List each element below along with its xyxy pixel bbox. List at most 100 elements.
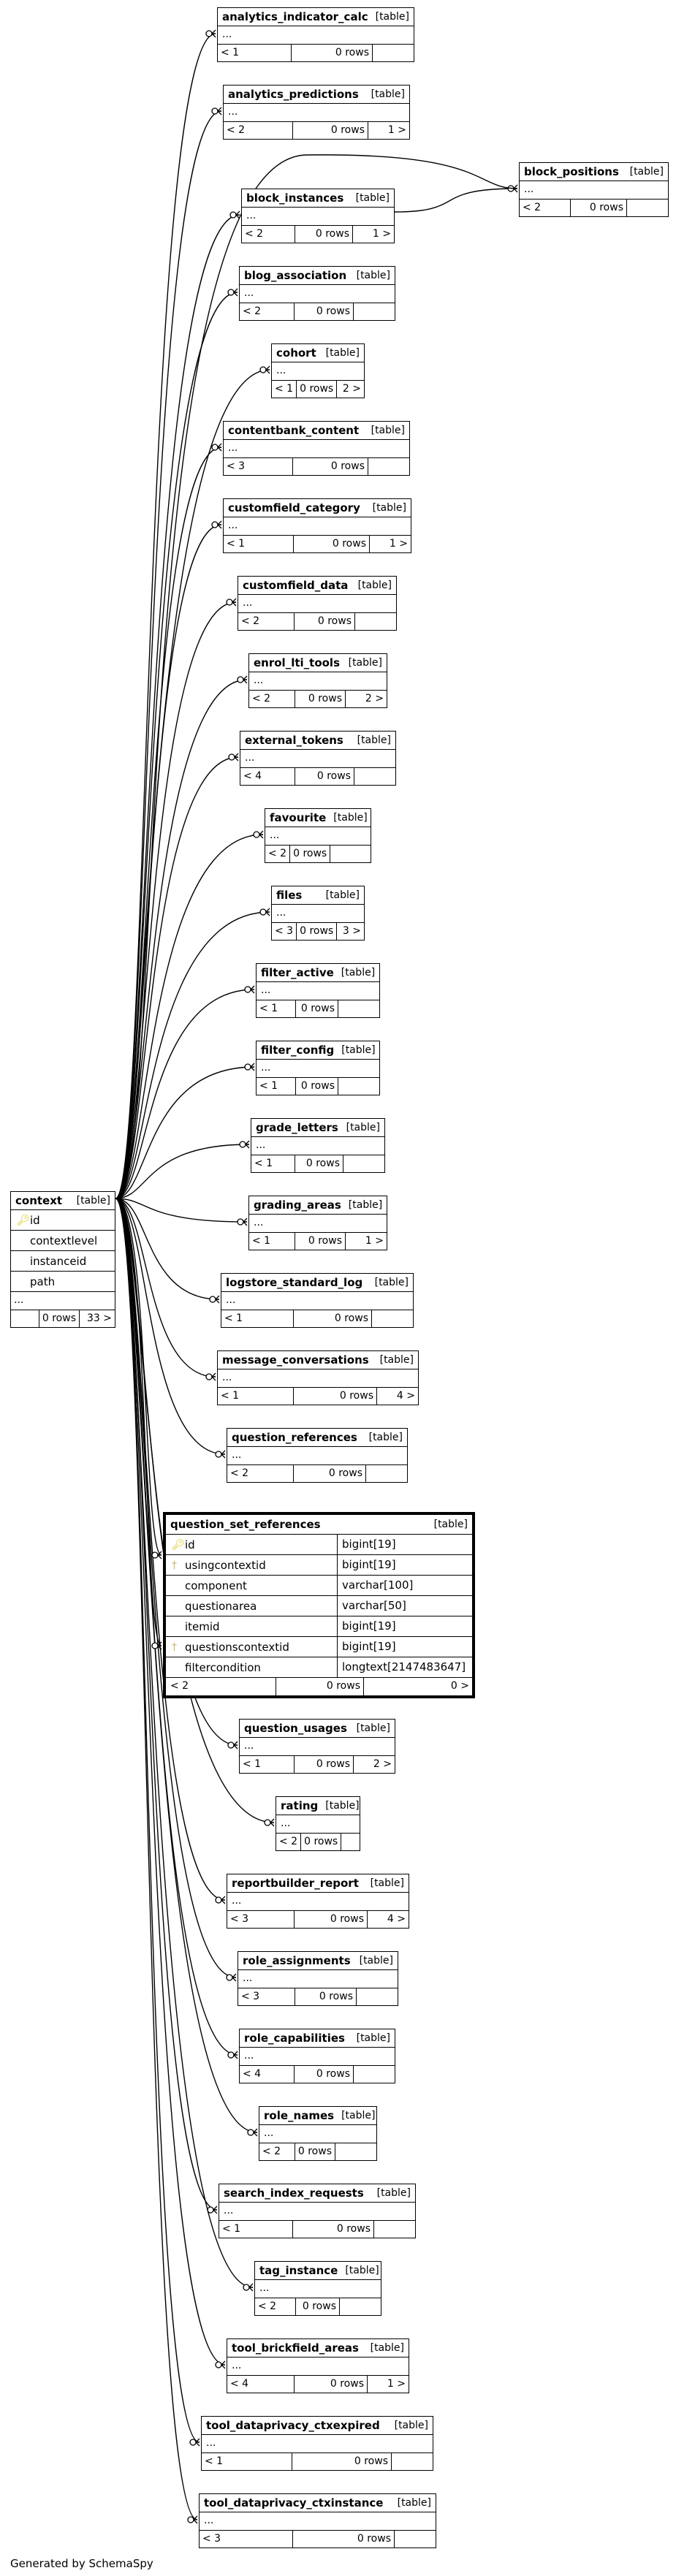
row-count: 0 rows [276, 1678, 364, 1695]
table-header: role_capabilities[table] [240, 2029, 395, 2048]
table-header: tool_brickfield_areas[table] [227, 2339, 409, 2357]
customfield-data-many-marker [232, 598, 237, 607]
row-count: 0 rows [295, 691, 346, 707]
grade-letters-optional-marker [239, 1141, 246, 1148]
tag-instance-optional-marker [243, 2284, 250, 2291]
more-columns: ... [227, 1447, 407, 1465]
question-references-many-marker [221, 1450, 226, 1459]
column-name: filtercondition [185, 1660, 261, 1674]
child-count [395, 2531, 436, 2547]
more-columns: ... [272, 905, 364, 923]
table-type: [table] [76, 1195, 110, 1207]
table-type: [table] [372, 502, 406, 514]
row-count: 0 rows [295, 2066, 354, 2083]
role-capabilities-many-marker [233, 2051, 238, 2059]
grading-areas-many-marker [243, 1217, 248, 1226]
relation-line-search-index-requests [115, 1198, 218, 2211]
table-header: grading_areas[table] [249, 1196, 387, 1215]
column-row[interactable]: instanceid [11, 1251, 115, 1272]
child-count: 4 > [396, 1390, 415, 1402]
more-columns: ... [224, 517, 411, 536]
parent-count: < 4 [227, 2376, 295, 2393]
customfield-data-optional-marker [226, 599, 233, 606]
child-count [354, 2066, 395, 2083]
more-columns: ... [272, 362, 364, 381]
column-row[interactable]: contextlevel [11, 1231, 115, 1251]
column-row[interactable]: filtercondition longtext[2147483647] [166, 1657, 472, 1678]
column-row[interactable]: path [11, 1272, 115, 1292]
child-count [335, 2143, 376, 2160]
question-set-references-usingcontextid-many-marker [157, 1551, 162, 1559]
column-row[interactable]: 🔑︎id [11, 1210, 115, 1231]
tool-brickfield-areas-many-marker [221, 2360, 226, 2369]
parent-count: < 2 [238, 613, 295, 630]
column-name: itemid [185, 1619, 220, 1633]
more-columns: ... [218, 26, 414, 45]
more-columns: ... [242, 208, 394, 226]
table-tool-dataprivacy-ctxexpired[interactable]: tool_dataprivacy_ctxexpired[table]...< 1… [201, 2416, 433, 2471]
table-type: [table] [356, 2032, 390, 2044]
table-tool-dataprivacy-ctxinstance[interactable]: tool_dataprivacy_ctxinstance[table]...< … [199, 2493, 436, 2548]
table-context[interactable]: context [table] 🔑︎id contextlevel instan… [10, 1191, 115, 1328]
row-count: 0 rows [295, 768, 354, 785]
table-header: blog_association[table] [240, 267, 395, 285]
table-header: block_positions[table] [520, 163, 668, 181]
relation-line-analytics-indicator-calc [115, 33, 216, 1199]
more-columns: ... [257, 1060, 379, 1078]
child-count: 1 > [389, 538, 408, 550]
table-header: tag_instance[table] [255, 2262, 381, 2280]
column-type: longtext[2147483647] [337, 1657, 472, 1677]
question-usages-optional-marker [227, 1741, 235, 1749]
more-columns: ... [227, 2357, 409, 2376]
row-count: 0 rows [294, 536, 370, 552]
table-name: reportbuilder_report [232, 1877, 359, 1890]
parent-count [11, 1310, 39, 1327]
row-count: 0 rows [295, 2376, 368, 2393]
parent-count: < 2 [520, 200, 571, 216]
role-capabilities-optional-marker [227, 2051, 235, 2059]
parent-count: < 2 [265, 846, 291, 862]
child-count [373, 45, 414, 61]
